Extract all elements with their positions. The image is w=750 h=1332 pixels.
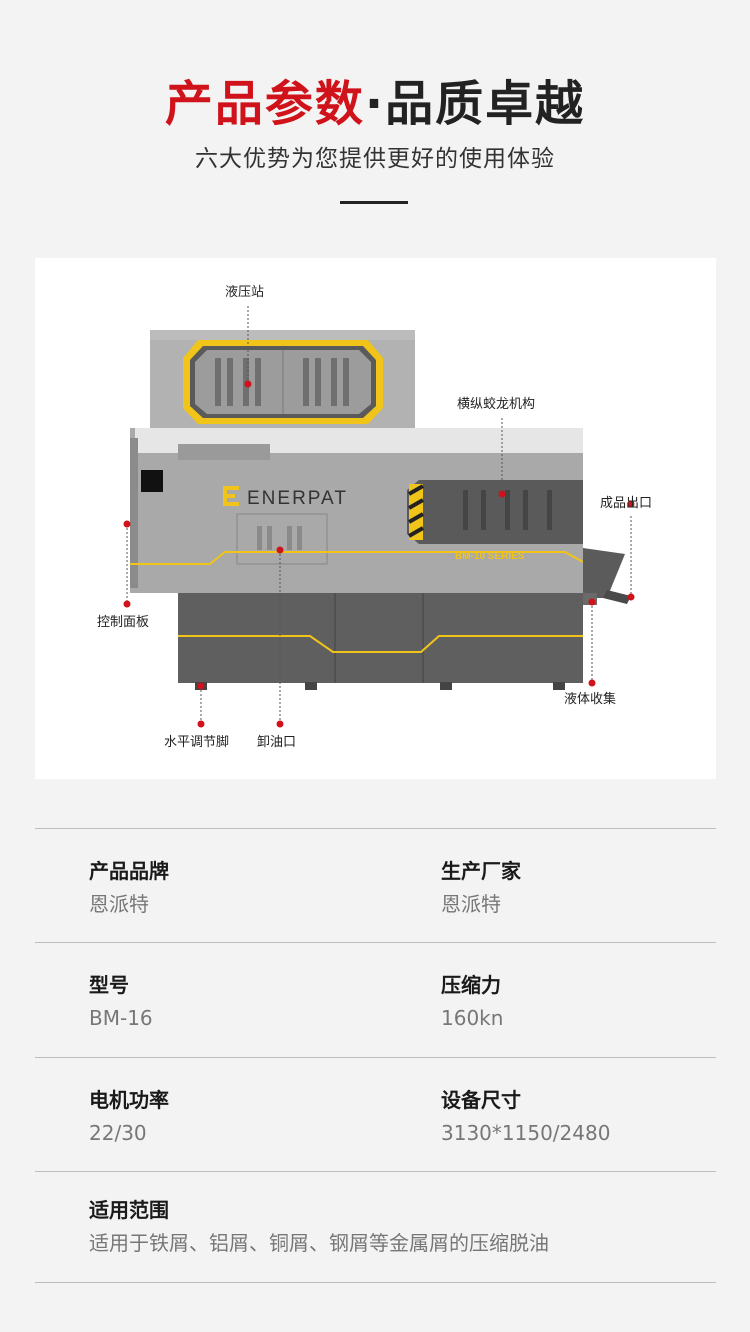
spec-cell: 压缩力 160kn (441, 971, 503, 1033)
spec-value-dimensions: 3130*1150/2480 (441, 1121, 611, 1145)
spec-label-compression-force: 压缩力 (441, 973, 501, 997)
brand-text: ENERPAT (247, 488, 348, 509)
callout-control-panel: 控制面板 (97, 615, 150, 630)
callout-hydraulic-station: 液压站 (225, 285, 265, 300)
machine-diagram-panel: ENERPAT BM-10 SERIES (35, 258, 716, 779)
spec-row-brand: 产品品牌 恩派特 生产厂家 恩派特 (35, 828, 716, 942)
title-red-part: 产品参数 (164, 76, 365, 132)
spec-cell: 电机功率 22/30 (89, 1086, 169, 1148)
title-dark-part: 品质卓越 (385, 76, 586, 132)
spec-label-dimensions: 设备尺寸 (441, 1088, 521, 1112)
callout-liquid-collection: 液体收集 (564, 692, 617, 707)
spec-row-motor: 电机功率 22/30 设备尺寸 3130*1150/2480 (35, 1057, 716, 1171)
callout-oil-drain: 卸油口 (257, 735, 297, 750)
spec-label-brand: 产品品牌 (89, 859, 169, 883)
product-outlet-chute (583, 548, 625, 598)
leveling-feet (195, 682, 565, 690)
auger-window (407, 480, 583, 544)
callout-horizontal-auger: 横纵蛟龙机构 (457, 397, 536, 412)
title-divider (340, 201, 408, 204)
spec-cell: 产品品牌 恩派特 (89, 857, 169, 919)
spec-value-application: 适用于铁屑、铝屑、铜屑、钢屑等金属屑的压缩脱油 (89, 1231, 549, 1255)
spec-value-manufacturer: 恩派特 (441, 892, 501, 916)
machine-illustration: ENERPAT BM-10 SERIES (123, 306, 635, 728)
page-subtitle: 六大优势为您提供更好的使用体验 (195, 146, 555, 172)
spec-row-model: 型号 BM-16 压缩力 160kn (35, 942, 716, 1057)
spec-cell: 设备尺寸 3130*1150/2480 (441, 1086, 610, 1148)
spec-label-motor-power: 电机功率 (89, 1088, 169, 1112)
spec-cell: 生产厂家 恩派特 (441, 857, 521, 919)
spec-cell: 型号 BM-16 (89, 971, 153, 1033)
hazard-stripes (408, 484, 424, 540)
spec-cell: 适用范围 适用于铁屑、铝屑、铜屑、钢屑等金属屑的压缩脱油 (89, 1196, 549, 1258)
spec-row-application: 适用范围 适用于铁屑、铝屑、铜屑、钢屑等金属屑的压缩脱油 (35, 1171, 716, 1283)
spec-value-brand: 恩派特 (89, 892, 149, 916)
series-text: BM-10 SERIES (455, 551, 525, 562)
control-screen (141, 470, 163, 492)
spec-value-motor-power: 22/30 (89, 1121, 147, 1145)
spec-label-model: 型号 (89, 973, 129, 997)
spec-label-application: 适用范围 (89, 1198, 169, 1222)
callout-product-outlet: 成品出口 (600, 496, 653, 511)
machine-base (178, 593, 583, 683)
enerpat-logo-icon (223, 486, 239, 506)
callout-leveling-foot: 水平调节脚 (164, 735, 230, 750)
title-dot: · (364, 76, 386, 132)
page-title: 产品参数·品质卓越 (0, 72, 750, 136)
callout-dots (123, 380, 635, 728)
spec-label-manufacturer: 生产厂家 (441, 859, 521, 883)
page-header: 产品参数·品质卓越 六大优势为您提供更好的使用体验 (0, 0, 750, 230)
spec-value-compression-force: 160kn (441, 1006, 504, 1030)
spec-value-model: BM-16 (89, 1006, 153, 1030)
spec-table: 产品品牌 恩派特 生产厂家 恩派特 型号 BM-16 压缩力 160kn 电机功… (35, 828, 716, 1283)
